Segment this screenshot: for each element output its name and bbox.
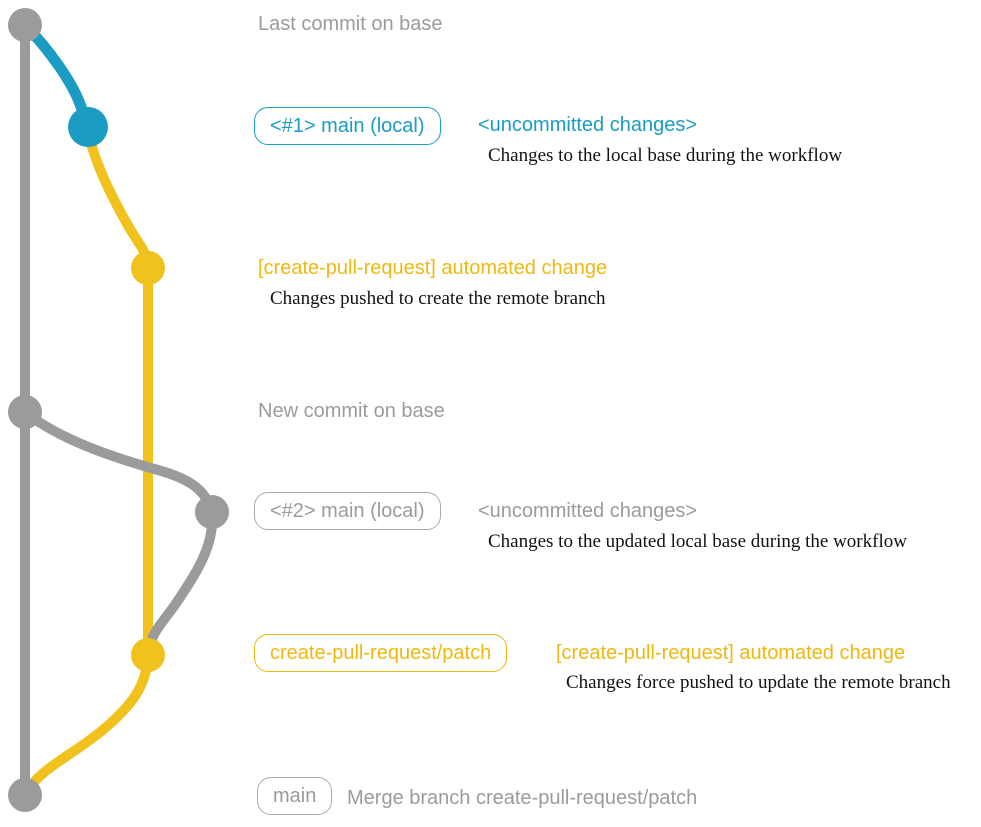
desc-changes-pushed-create: Changes pushed to create the remote bran… bbox=[270, 288, 606, 309]
badge-create-pull-request-patch: create-pull-request/patch bbox=[254, 634, 508, 672]
commit-node-uncommitted-1 bbox=[68, 107, 108, 147]
note-merge-branch: Merge branch create-pull-request/patch bbox=[347, 787, 698, 809]
badge-main-local-2: <#2> main (local) bbox=[254, 492, 441, 530]
desc-changes-force-pushed: Changes force pushed to update the remot… bbox=[566, 672, 951, 693]
commit-node-new-commit-on-base bbox=[8, 395, 42, 429]
branch-line-patch-branch-upper bbox=[83, 129, 153, 269]
commit-graph bbox=[8, 8, 229, 812]
note-last-commit-on-base: Last commit on base bbox=[258, 13, 443, 35]
badge-main: main bbox=[257, 777, 333, 815]
branch-line-force-push-rebase bbox=[143, 511, 218, 656]
commit-node-automated-change-2 bbox=[131, 638, 165, 672]
commit-node-uncommitted-2 bbox=[195, 495, 229, 529]
desc-updated-local-base-changes: Changes to the updated local base during… bbox=[488, 531, 907, 552]
commit-node-last-commit-on-base bbox=[8, 8, 42, 42]
heading-uncommitted-changes-2: <uncommitted changes> bbox=[478, 500, 698, 522]
heading-automated-change-2: [create-pull-request] automated change bbox=[556, 642, 906, 664]
heading-uncommitted-changes-1: <uncommitted changes> bbox=[478, 114, 698, 136]
heading-automated-change-1: [create-pull-request] automated change bbox=[258, 257, 608, 279]
badge-main-local-1: <#1> main (local) bbox=[254, 107, 441, 145]
commit-node-merge-commit bbox=[8, 778, 42, 812]
note-new-commit-on-base: New commit on base bbox=[258, 400, 445, 422]
commit-node-automated-change-1 bbox=[131, 251, 165, 285]
desc-local-base-changes: Changes to the local base during the wor… bbox=[488, 145, 843, 166]
branch-line-local-main-2-branch bbox=[21, 408, 217, 514]
branch-line-patch-merge-to-base bbox=[20, 654, 153, 798]
